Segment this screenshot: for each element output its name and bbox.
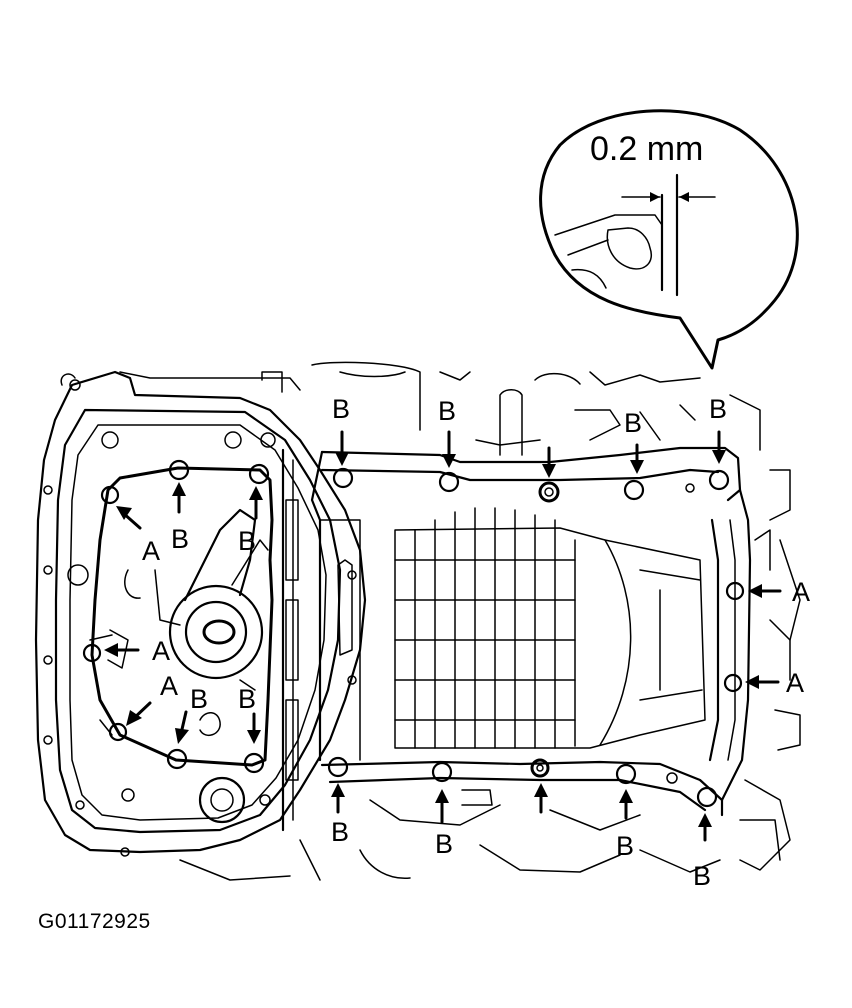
arrow-a-side-1	[748, 584, 782, 598]
arrow-b-rear-1	[172, 482, 186, 514]
arrow-b-top-1	[335, 430, 349, 466]
arrow-b-rear-3	[175, 710, 189, 744]
label-a-side-1: A	[792, 577, 810, 607]
label-b-bot-1: B	[331, 817, 349, 847]
arrow-b-top-5	[712, 430, 726, 464]
arrow-a-rear-2	[104, 643, 140, 657]
figure-id-code: G01172925	[38, 910, 151, 933]
arrow-b-bot-1	[331, 783, 345, 814]
arrow-b-rear-4	[247, 712, 261, 744]
arrow-b-top-4	[630, 443, 644, 474]
arrow-b-bot-3	[534, 783, 548, 814]
label-b-rear-2: B	[238, 526, 256, 556]
label-a-rear-1: A	[142, 536, 160, 566]
detail-callout: 0.2 mm	[539, 109, 799, 370]
clearance-label: 0.2 mm	[590, 130, 703, 168]
label-b-top-3: B	[624, 408, 642, 438]
bolt-callouts: B B B B B B A A A B B A A	[82, 394, 810, 891]
label-a-side-2: A	[786, 668, 804, 698]
label-b-bot-4: B	[693, 861, 711, 891]
label-a-rear-3: A	[160, 671, 178, 701]
label-a-rear-2: A	[152, 636, 170, 666]
label-b-bot-2: B	[435, 829, 453, 859]
arrow-a-side-2	[745, 675, 780, 689]
label-b-bot-3: B	[616, 831, 634, 861]
label-b-rear-3: B	[190, 684, 208, 714]
arrow-b-bot-2	[435, 789, 449, 824]
sump-ribs	[394, 507, 576, 749]
label-b-top-2: B	[438, 396, 456, 426]
arrow-b-top-3	[542, 446, 556, 478]
arrow-a-rear-1	[116, 506, 142, 530]
label-b-rear-4: B	[238, 684, 256, 714]
engine-block-background	[119, 361, 801, 881]
label-b-top-4: B	[709, 394, 727, 424]
front-oil-pan	[310, 446, 752, 817]
rear-oil-pan	[34, 370, 367, 857]
label-b-top-1: B	[332, 394, 350, 424]
arrow-b-rear-2	[249, 486, 263, 520]
arrow-b-bot-4	[619, 789, 633, 820]
arrow-b-bot-5	[698, 813, 712, 842]
arrow-a-rear-3	[126, 701, 152, 726]
arrow-b-top-2	[442, 430, 456, 468]
label-b-rear-1: B	[171, 524, 189, 554]
